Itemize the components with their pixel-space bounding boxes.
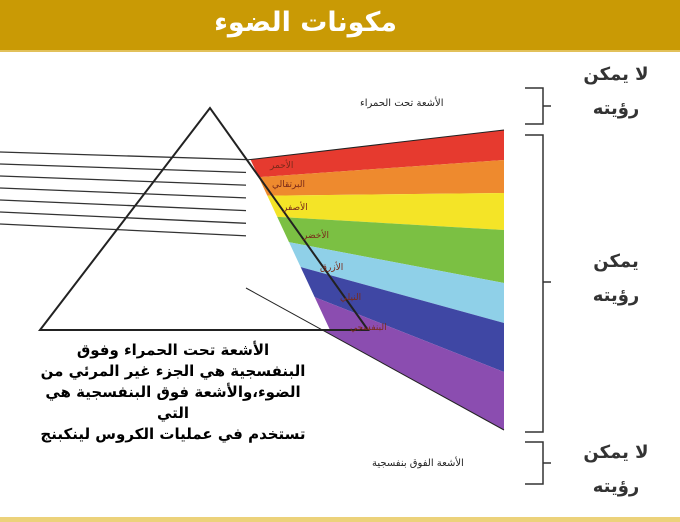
header-underline	[0, 50, 680, 52]
label-red: الأحمر	[269, 159, 293, 171]
side-label-middle-line2: رؤيته	[592, 285, 640, 306]
band-blue	[246, 234, 504, 323]
spectrum-bands	[246, 130, 504, 430]
band-green	[246, 215, 504, 283]
label-yellow: الأصفر	[282, 201, 308, 213]
explanation-note: الأشعة تحت الحمراء وفوق البنفسجية هي الج…	[38, 340, 308, 445]
band-yellow	[246, 193, 504, 230]
header-bar: مكونات الضوء	[0, 0, 680, 52]
side-label-top-line1: لا يمكن	[583, 64, 649, 85]
ultraviolet-label: الأشعة الفوق بنفسجية	[372, 458, 464, 469]
footer-rule	[0, 517, 680, 522]
side-label-top: لا يمكن رؤيته	[566, 58, 666, 126]
infrared-label: الأشعة تحت الحمراء	[360, 98, 444, 109]
label-orange: البرتقالي	[272, 180, 305, 190]
color-labels: الأحمر البرتقالي الأصفر الأخضر الأزرق ال…	[269, 159, 387, 333]
side-label-middle: يمكن رؤيته	[566, 245, 666, 313]
note-line-3: الضوء،والأشعة فوق البنفسجية هي التي	[45, 383, 301, 422]
band-red	[246, 130, 504, 178]
note-line-2: البنفسجية هي الجزء غير المرئي من	[40, 362, 306, 380]
label-blue: الأزرق	[320, 261, 343, 273]
band-orange	[246, 160, 504, 196]
label-green: الأخضر	[302, 229, 329, 241]
prism	[37, 106, 370, 331]
brackets	[525, 87, 551, 485]
incoming-light-rays	[0, 151, 292, 239]
side-label-bottom: لا يمكن رؤيته	[566, 436, 666, 504]
note-line-1: الأشعة تحت الحمراء وفوق	[76, 341, 270, 359]
side-label-top-line2: رؤيته	[592, 98, 640, 119]
prism-inner-fan	[246, 150, 330, 330]
label-indigo: النيلي	[340, 293, 361, 303]
band-indigo	[246, 252, 504, 372]
side-label-bottom-line2: رؤيته	[592, 476, 640, 497]
label-violet: البنفسجي	[350, 323, 387, 333]
side-label-bottom-line1: لا يمكن	[583, 442, 649, 463]
page-title: مكونات الضوء	[214, 7, 397, 38]
side-label-middle-line1: يمكن	[593, 251, 639, 272]
note-line-4: تستخدم في عمليات الكروس لينكبنج	[40, 425, 306, 443]
